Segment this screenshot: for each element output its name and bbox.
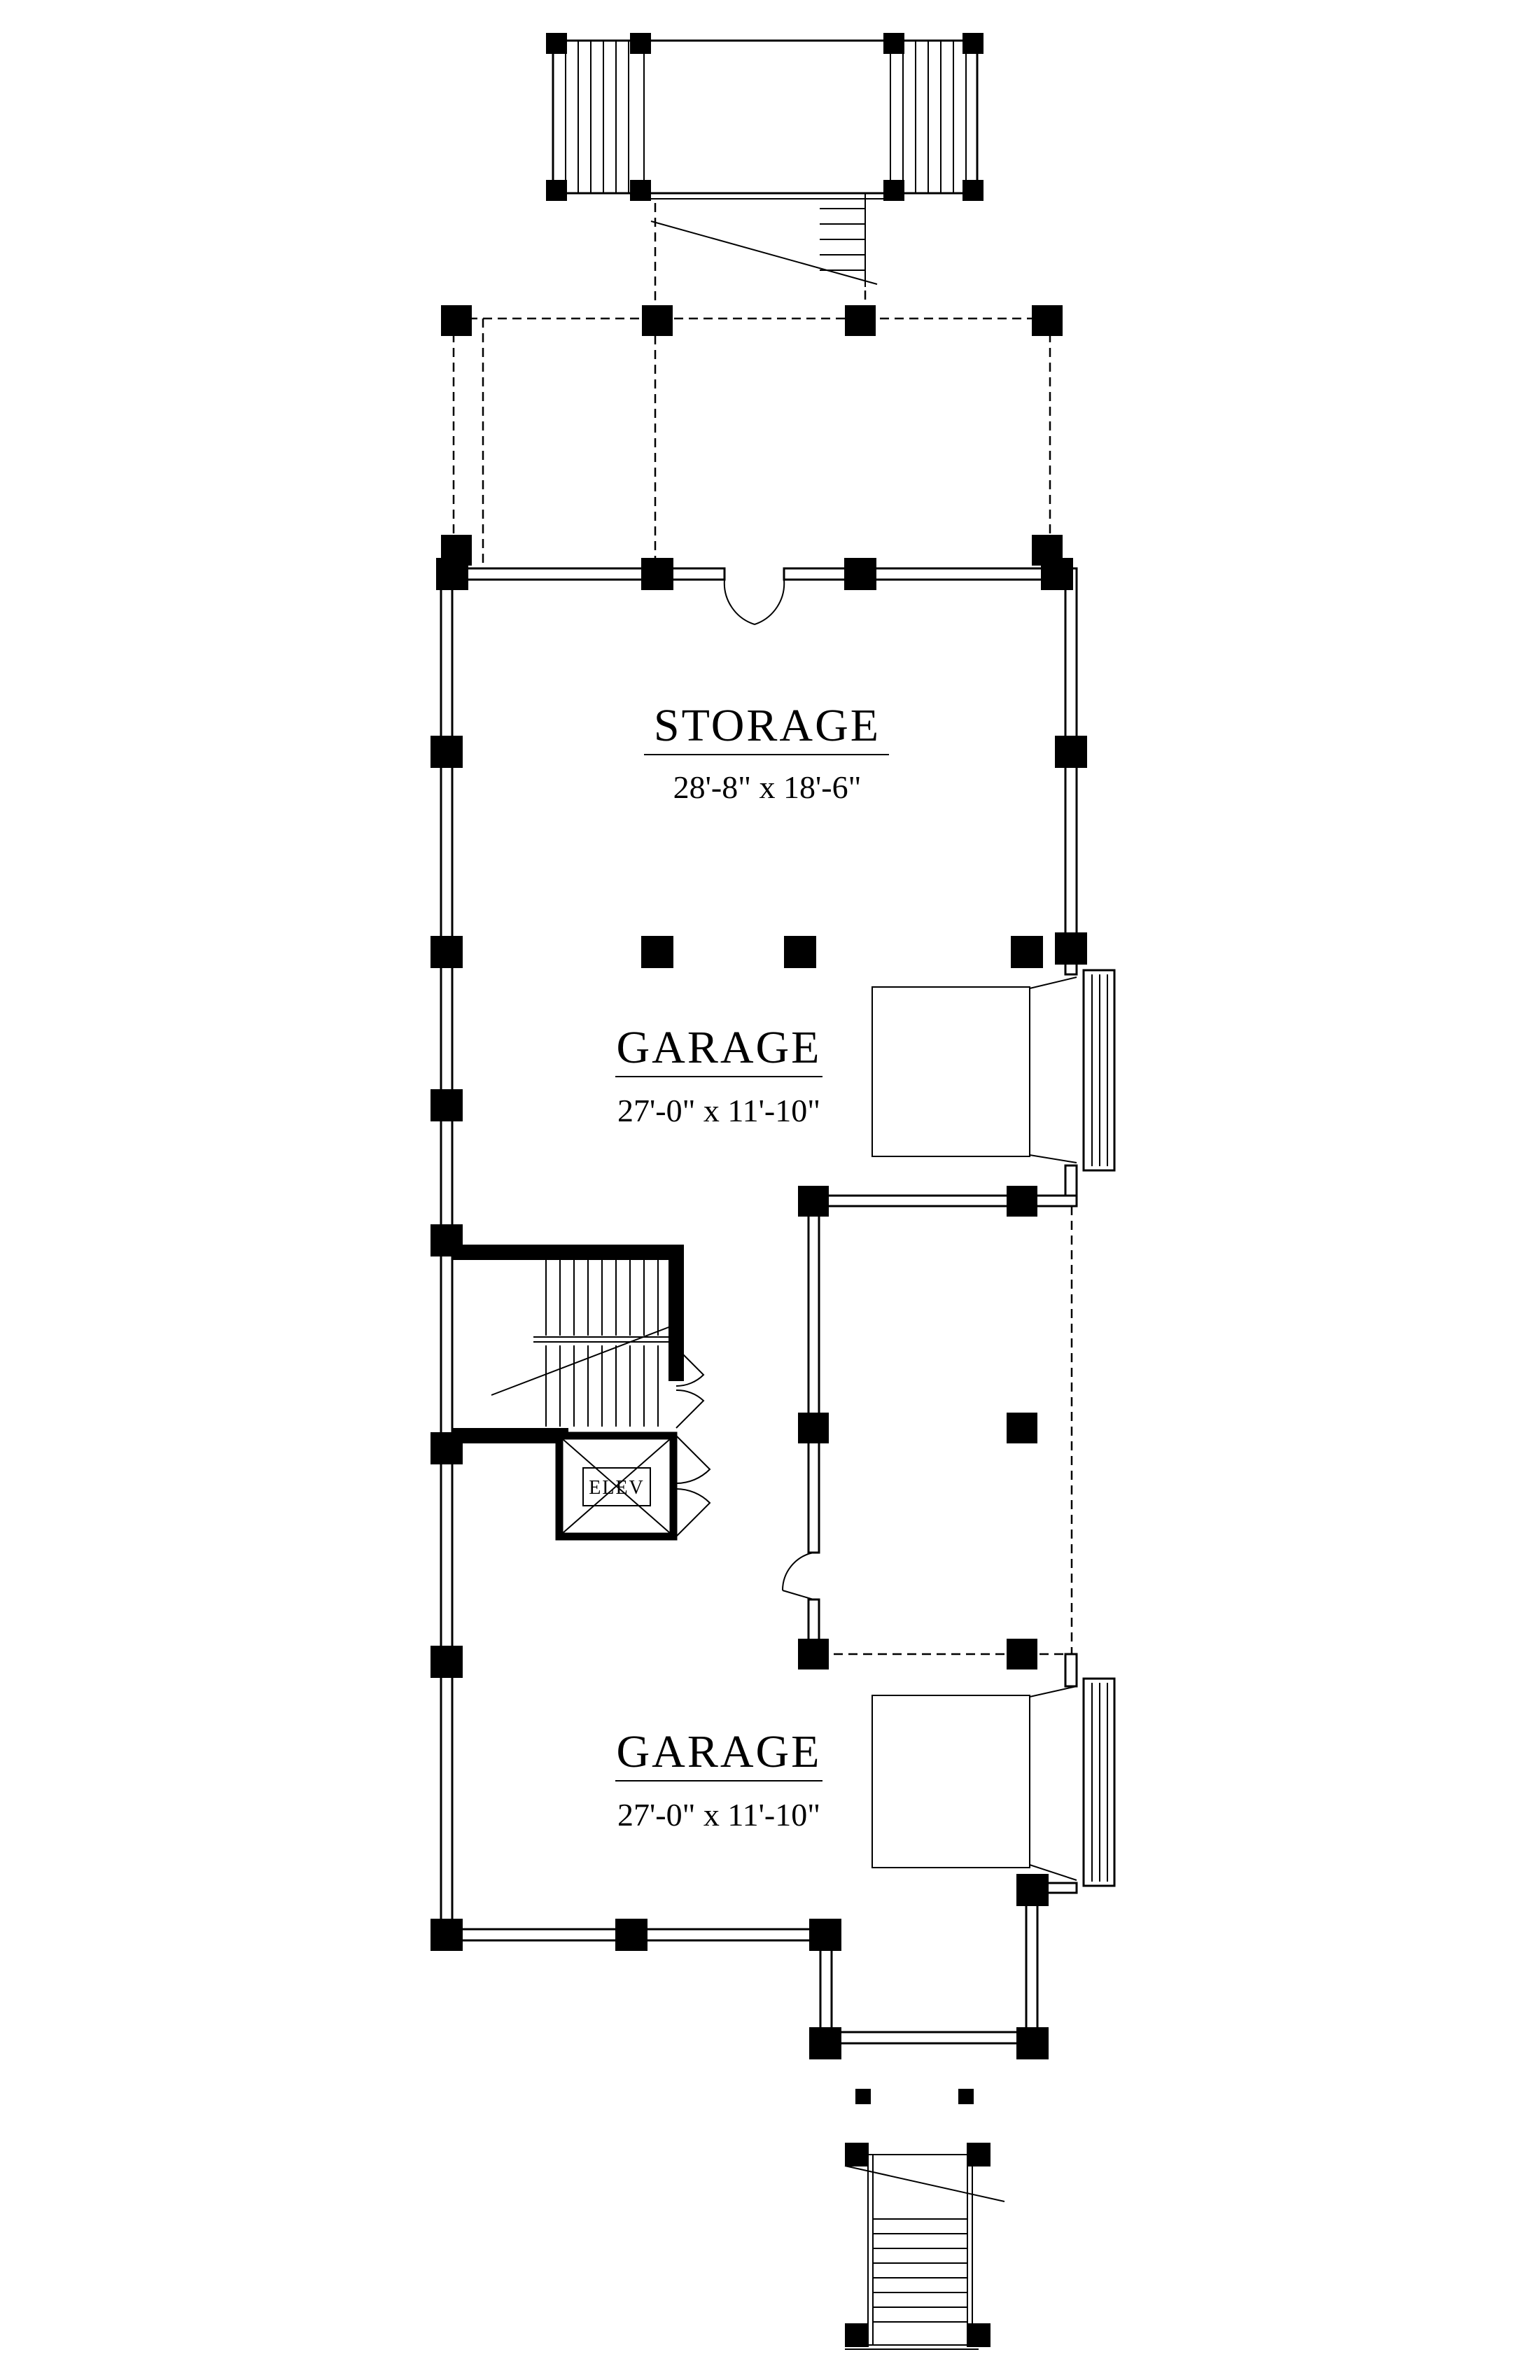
structural-post (436, 558, 468, 590)
stair-break-line (844, 2165, 1005, 2202)
structural-post (1016, 2027, 1049, 2059)
structural-post (1007, 1186, 1037, 1217)
structural-post (546, 180, 567, 201)
stair-break-line (491, 1322, 680, 1396)
structural-post (844, 558, 876, 590)
structural-post (641, 936, 673, 968)
elevator-shaft: ELEV (555, 1432, 711, 1541)
rear-stair (844, 2089, 1005, 2350)
structural-post (1041, 558, 1073, 590)
structural-post (1007, 1413, 1037, 1443)
structural-post (962, 33, 983, 54)
structural-post (430, 1432, 463, 1464)
structural-post (430, 736, 463, 768)
structural-post (430, 1224, 463, 1256)
structural-post (845, 2143, 869, 2166)
structural-post (630, 180, 651, 201)
structural-post (1016, 1874, 1049, 1906)
structural-post (1032, 305, 1063, 336)
upper-garage-dimensions: 27'-0" x 11'-10" (617, 1093, 820, 1128)
garage-door-2 (872, 1677, 1116, 1887)
structural-post (1055, 736, 1087, 768)
elevator-label: ELEV (589, 1477, 645, 1499)
structural-post (1011, 936, 1043, 968)
structural-post (630, 33, 651, 54)
upper-garage-label: GARAGE (617, 1022, 822, 1073)
structural-post (883, 33, 904, 54)
elevator-door-swing (676, 1435, 711, 1537)
structural-post (430, 1919, 463, 1951)
structural-post (883, 180, 904, 201)
structural-post (430, 1646, 463, 1678)
structural-post (798, 1413, 829, 1443)
structural-post (962, 180, 983, 201)
structural-post (855, 2089, 871, 2104)
interior-stair (451, 1245, 705, 1443)
stair-break-line (650, 220, 878, 285)
structural-post (845, 305, 876, 336)
stair-hall-door-swing (676, 1347, 705, 1429)
structural-post (430, 1089, 463, 1121)
structural-post (845, 2323, 869, 2347)
structural-post (641, 558, 673, 590)
structural-post (798, 1186, 829, 1217)
structural-post (809, 2027, 841, 2059)
structural-post (1007, 1639, 1037, 1670)
structural-post (798, 1639, 829, 1670)
interior-door-swing (781, 1552, 814, 1600)
structural-posts (430, 558, 1087, 2059)
structural-post (441, 305, 472, 336)
structural-post (967, 2323, 990, 2347)
storage-room-dimensions: 28'-8" x 18'-6" (673, 769, 862, 805)
lower-garage-label: GARAGE (617, 1726, 822, 1777)
structural-post (784, 936, 816, 968)
garage-door-1 (872, 969, 1116, 1172)
storage-room-label: STORAGE (654, 700, 881, 751)
structural-post (615, 1919, 648, 1951)
entry-deck (546, 33, 983, 287)
structural-post (642, 305, 673, 336)
structural-post (967, 2143, 990, 2166)
structural-post (546, 33, 567, 54)
entry-door-swing (723, 579, 785, 625)
room-labels: STORAGE 28'-8" x 18'-6" GARAGE 27'-0" x … (615, 700, 889, 1833)
structural-post (430, 936, 463, 968)
structural-post (1055, 932, 1087, 965)
lower-garage-dimensions: 27'-0" x 11'-10" (617, 1797, 820, 1833)
upper-porch-outline (441, 203, 1063, 568)
structural-post (958, 2089, 974, 2104)
structural-post (809, 1919, 841, 1951)
